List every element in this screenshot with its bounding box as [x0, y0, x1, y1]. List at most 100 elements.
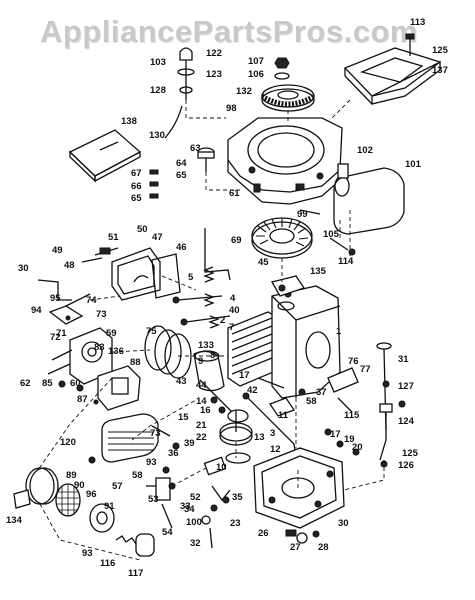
callout: 57: [112, 481, 123, 492]
callout: 90: [74, 480, 85, 491]
callout: 135: [310, 266, 327, 277]
choke-knob-part: [197, 147, 215, 172]
fastener-set-part: [324, 428, 360, 456]
callout: 51: [108, 232, 119, 243]
callout: 1: [336, 326, 342, 337]
callout: 72: [50, 332, 61, 343]
callout: 33: [180, 501, 191, 512]
callout: 125: [402, 448, 419, 459]
callout: 45: [258, 257, 269, 268]
callout: 128: [150, 85, 166, 96]
callout: 44: [196, 380, 207, 391]
governor-gear-part: [146, 477, 176, 501]
callout: 132: [236, 86, 252, 97]
callout: 87: [77, 394, 88, 405]
callout: 73: [96, 309, 107, 320]
callout: 75: [146, 326, 157, 337]
callout: 32: [190, 538, 201, 549]
nut-washer-part: [274, 57, 290, 80]
callout: 42: [247, 385, 258, 396]
callout: 83: [94, 342, 105, 353]
cam-gear-part: [219, 410, 253, 446]
callout: 62: [20, 378, 31, 389]
callout: 22: [196, 432, 207, 443]
callout: 125: [432, 45, 449, 56]
callout: 138: [121, 116, 137, 127]
carburetor-part: [47, 327, 113, 392]
spring-cap-part: [115, 533, 155, 557]
callout: 136: [108, 346, 124, 357]
callout: 50: [137, 224, 148, 235]
callout: 16: [200, 405, 211, 416]
callout: 98: [226, 103, 237, 114]
callout: 23: [230, 518, 241, 529]
cylinder-head-part: [227, 311, 279, 387]
blower-housing-part: [227, 117, 343, 205]
linkage-rod-part: [161, 503, 213, 549]
callout: 106: [248, 69, 264, 80]
callout: 133: [198, 340, 214, 351]
callout: 122: [206, 48, 222, 59]
callout: 65: [131, 193, 142, 204]
callout: 71: [56, 328, 67, 339]
callout: 88: [130, 357, 141, 368]
carburetor-cover-part: [111, 247, 161, 301]
callout-labels: 113 125 137 122 103 123 107 106 128 132 …: [6, 17, 449, 579]
throttle-control-part: [201, 456, 231, 525]
callout: 126: [398, 460, 414, 471]
callout: 124: [398, 416, 415, 427]
callout: 115: [344, 410, 360, 421]
needle-valve-part: [81, 247, 119, 263]
callout: 67: [131, 168, 142, 179]
callout: 10: [216, 462, 227, 473]
callout: 5: [188, 272, 194, 283]
callout: 46: [176, 242, 187, 253]
screw-set-part: [149, 169, 159, 199]
callout: 77: [360, 364, 371, 375]
primer-bulb-part: [177, 47, 195, 100]
small-parts-part: [151, 425, 180, 474]
watermark: AppliancePartsPros.com: [40, 14, 418, 49]
callout: 7: [229, 322, 234, 333]
callout: 11: [278, 410, 289, 421]
callout: 26: [258, 528, 269, 539]
callout: 4: [230, 293, 236, 304]
callout: 58: [306, 396, 317, 407]
callout: 21: [196, 420, 207, 431]
callout: 19: [344, 434, 355, 445]
callout: 59: [106, 328, 117, 339]
callout: 9: [198, 356, 203, 367]
callout: 54: [162, 527, 173, 538]
callout: 93: [82, 548, 93, 559]
callout: 85: [42, 378, 53, 389]
engine-base-part: [253, 447, 345, 529]
dipstick-part: [376, 342, 392, 431]
muffler-shield-part: [299, 209, 321, 215]
callout: 30: [338, 518, 349, 529]
air-cleaner-cover-part: [13, 467, 59, 509]
ignition-module-part: [271, 275, 306, 297]
callout: 15: [178, 412, 189, 423]
blower-cover-plate-part: [343, 47, 442, 105]
callout: 113: [410, 17, 425, 28]
callout: 69: [231, 235, 242, 246]
callout: 12: [270, 444, 281, 455]
screw-part: [405, 33, 415, 56]
callout: 66: [131, 181, 142, 192]
callout: 3: [270, 428, 275, 439]
callout: 47: [152, 232, 163, 243]
filter-screen-part: [55, 483, 81, 517]
callout: 20: [352, 442, 363, 453]
callout: 134: [6, 515, 23, 526]
callout: 43: [176, 376, 187, 387]
screw-part: [253, 183, 261, 193]
oil-fill-tube-part: [379, 400, 406, 468]
callout: 53: [148, 494, 159, 505]
valve-spring-part: [172, 266, 231, 329]
callout: 14: [196, 396, 207, 407]
callout: 123: [206, 69, 222, 80]
callout: 63: [190, 143, 201, 154]
callout: 130: [149, 130, 165, 141]
assembly-guide-lines: [37, 99, 385, 561]
